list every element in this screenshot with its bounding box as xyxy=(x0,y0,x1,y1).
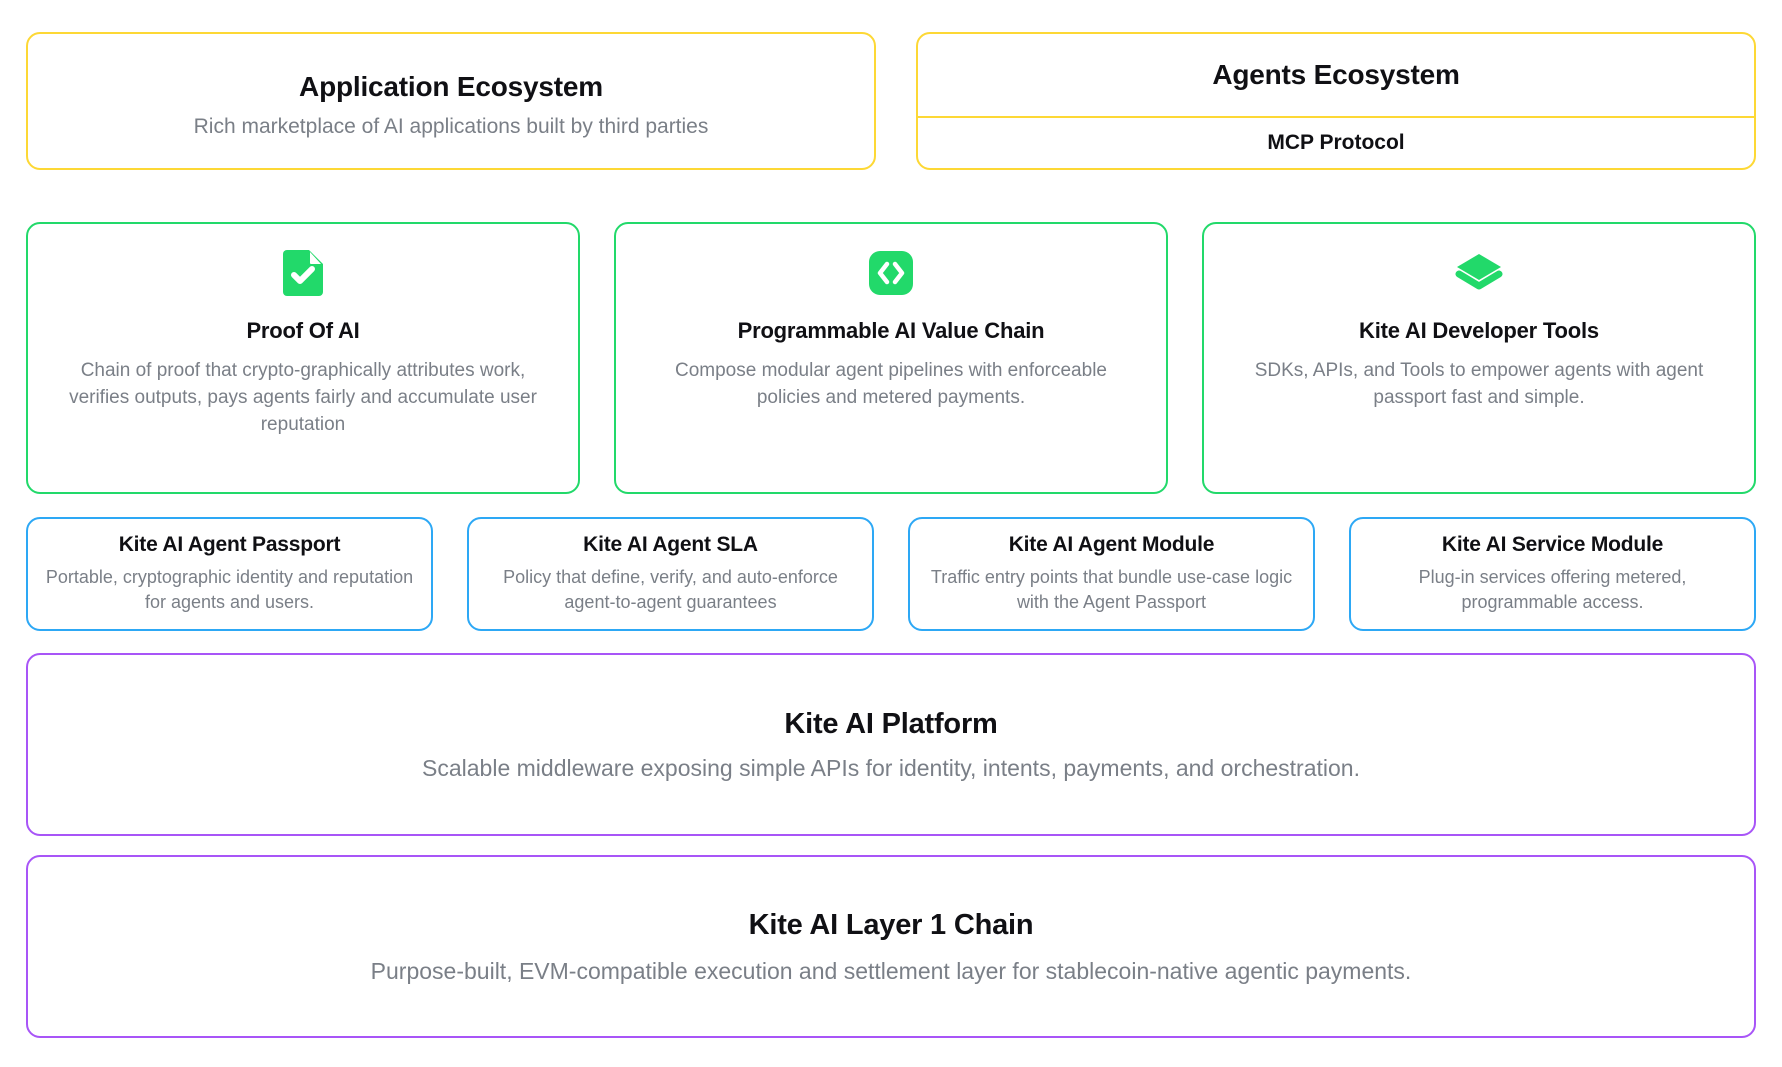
module-card-kite-ai-agent-module[interactable]: Kite AI Agent Module Traffic entry point… xyxy=(908,517,1315,631)
module-title: Kite AI Agent SLA xyxy=(583,532,758,556)
mcp-protocol-strip[interactable]: MCP Protocol xyxy=(918,118,1754,168)
module-title: Kite AI Service Module xyxy=(1441,532,1664,556)
agents-ecosystem-title: Agents Ecosystem xyxy=(1212,59,1460,90)
pillar-card-kite-ai-developer-tools[interactable]: Kite AI Developer Tools SDKs, APIs, and … xyxy=(1202,222,1756,494)
pillar-subtitle: Chain of proof that crypto-graphically a… xyxy=(69,360,537,435)
application-ecosystem-subtitle: Rich marketplace of AI applications buil… xyxy=(193,115,709,138)
pillar-title: Programmable AI Value Chain xyxy=(737,318,1045,343)
agents-ecosystem-header: Agents Ecosystem xyxy=(918,34,1754,118)
layer1-chain-title: Kite AI Layer 1 Chain xyxy=(748,908,1034,941)
layer1-chain-card[interactable]: Kite AI Layer 1 Chain Purpose-built, EVM… xyxy=(26,855,1756,1038)
application-ecosystem-title: Application Ecosystem xyxy=(299,71,603,102)
module-card-kite-ai-agent-passport[interactable]: Kite AI Agent Passport Portable, cryptog… xyxy=(26,517,433,631)
platform-title: Kite AI Platform xyxy=(784,707,998,740)
pillar-card-programmable-ai-value-chain[interactable]: Programmable AI Value Chain Compose modu… xyxy=(614,222,1168,494)
module-title: Kite AI Agent Module xyxy=(1008,532,1215,556)
pillar-card-proof-of-ai[interactable]: Proof Of AI Chain of proof that crypto-g… xyxy=(26,222,580,494)
module-title: Kite AI Agent Passport xyxy=(118,532,341,556)
module-subtitle: Portable, cryptographic identity and rep… xyxy=(45,566,414,612)
code-brackets-icon xyxy=(869,250,913,296)
file-check-icon xyxy=(283,250,323,296)
platform-subtitle: Scalable middleware exposing simple APIs… xyxy=(422,754,1360,781)
pillars-row: Proof Of AI Chain of proof that crypto-g… xyxy=(26,222,1756,494)
pillar-subtitle: SDKs, APIs, and Tools to empower agents … xyxy=(1254,360,1704,408)
layer1-chain-subtitle: Purpose-built, EVM-compatible execution … xyxy=(370,957,1412,984)
layers-icon xyxy=(1455,250,1503,296)
pillar-title: Proof Of AI xyxy=(246,318,360,343)
agents-ecosystem-card[interactable]: Agents Ecosystem MCP Protocol xyxy=(916,32,1756,170)
modules-row: Kite AI Agent Passport Portable, cryptog… xyxy=(26,517,1756,631)
module-subtitle: Traffic entry points that bundle use-cas… xyxy=(930,566,1293,612)
mcp-protocol-label: MCP Protocol xyxy=(1267,131,1405,154)
pillar-subtitle: Compose modular agent pipelines with enf… xyxy=(675,360,1107,408)
module-subtitle: Plug-in services offering metered, progr… xyxy=(1418,566,1687,612)
pillar-title: Kite AI Developer Tools xyxy=(1359,318,1599,343)
module-subtitle: Policy that define, verify, and auto-enf… xyxy=(503,566,838,612)
application-ecosystem-card[interactable]: Application Ecosystem Rich marketplace o… xyxy=(26,32,876,170)
module-card-kite-ai-agent-sla[interactable]: Kite AI Agent SLA Policy that define, ve… xyxy=(467,517,874,631)
platform-card[interactable]: Kite AI Platform Scalable middleware exp… xyxy=(26,653,1756,836)
ecosystem-row: Application Ecosystem Rich marketplace o… xyxy=(26,32,1756,170)
module-card-kite-ai-service-module[interactable]: Kite AI Service Module Plug-in services … xyxy=(1349,517,1756,631)
